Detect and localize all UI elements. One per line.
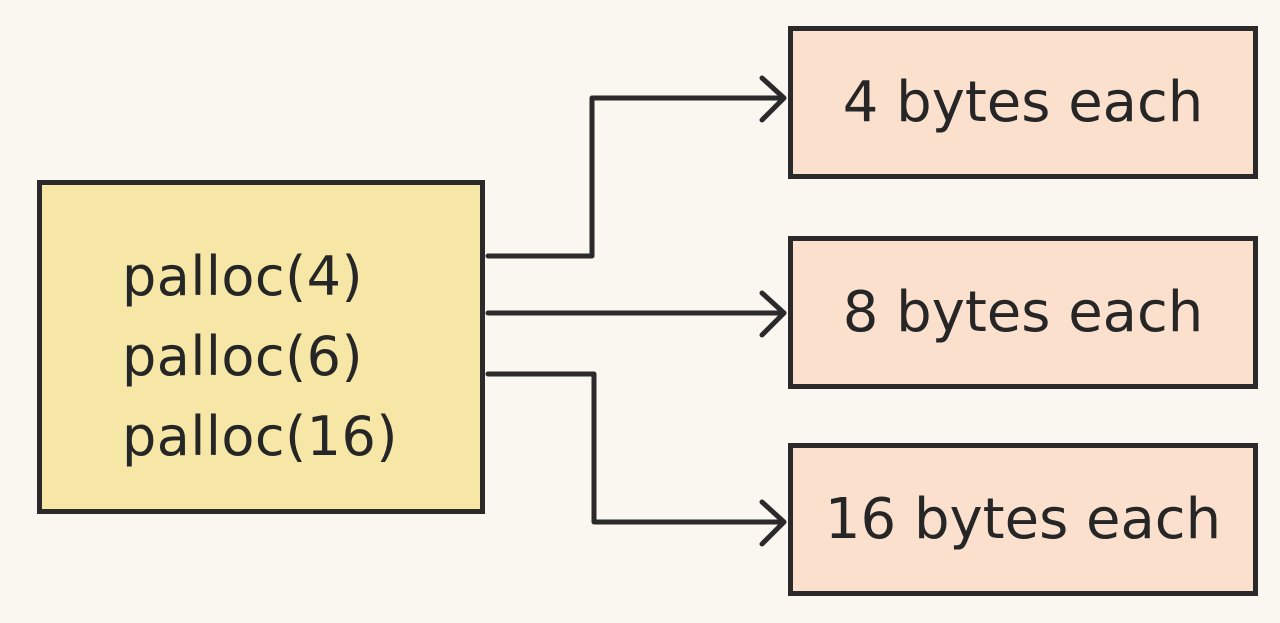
- pool-16-bytes-label: 16 bytes each: [824, 486, 1222, 552]
- pool-4-bytes-box: 4 bytes each: [788, 26, 1258, 179]
- arrow-to-16-bytes: [485, 371, 785, 525]
- pool-4-bytes-label: 4 bytes each: [842, 69, 1204, 135]
- palloc-call-4: palloc(4): [122, 245, 364, 308]
- palloc-calls-box: palloc(4) palloc(6) palloc(16): [37, 180, 485, 514]
- palloc-call-6: palloc(6): [122, 325, 364, 388]
- pool-8-bytes-label: 8 bytes each: [842, 279, 1204, 345]
- arrowhead-16-bytes: [759, 499, 787, 547]
- arrow-to-4-bytes: [485, 95, 785, 259]
- pool-8-bytes-box: 8 bytes each: [788, 236, 1258, 389]
- pool-16-bytes-box: 16 bytes each: [788, 443, 1258, 596]
- palloc-call-16: palloc(16): [122, 405, 398, 468]
- arrowhead-8-bytes: [759, 290, 787, 338]
- arrowhead-4-bytes: [759, 75, 787, 123]
